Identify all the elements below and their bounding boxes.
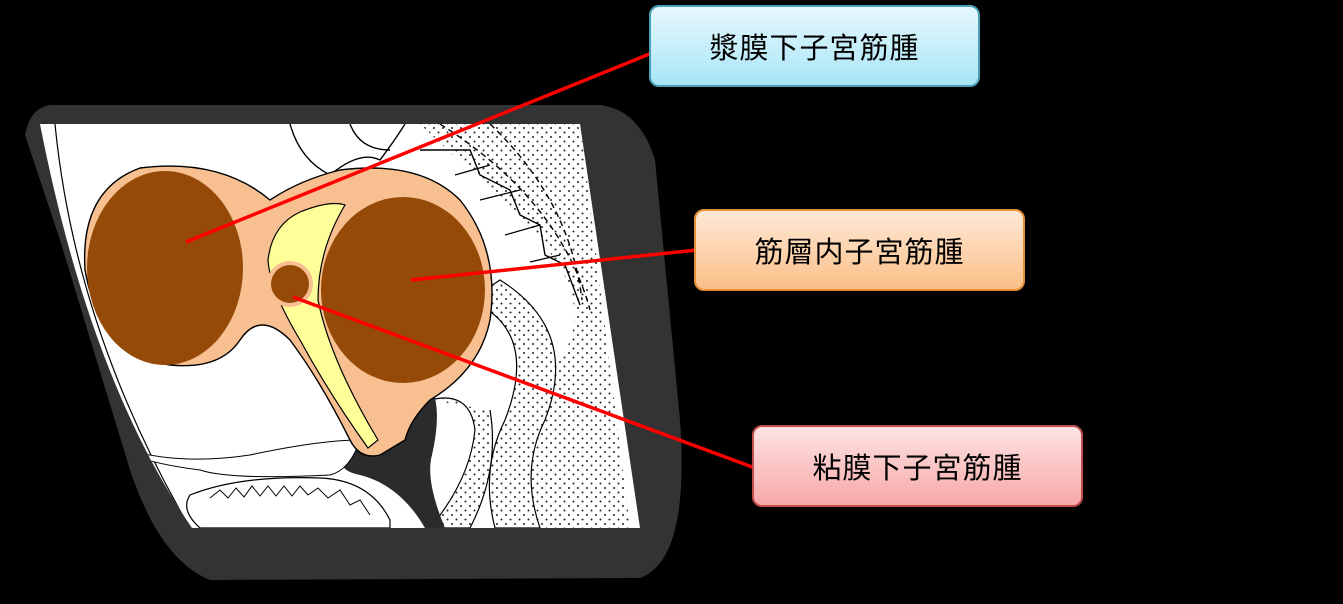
leader-line-intramural bbox=[410, 248, 698, 282]
sacrum-region bbox=[420, 124, 630, 528]
label-submucosal-text: 粘膜下子宮筋腫 bbox=[812, 451, 1023, 485]
submucosal-fibroid bbox=[271, 265, 309, 303]
label-subserosal-text: 漿膜下子宮筋腫 bbox=[709, 31, 920, 65]
label-intramural-text: 筋層内子宮筋腫 bbox=[754, 235, 965, 269]
subserosal-fibroid bbox=[87, 171, 243, 365]
intramural-fibroid bbox=[321, 197, 485, 383]
leader-line-subserosal bbox=[185, 51, 653, 244]
label-intramural-fibroid: 筋層内子宮筋腫 bbox=[694, 209, 1025, 291]
abdominal-wall-line bbox=[54, 124, 191, 528]
vagina bbox=[342, 398, 445, 528]
label-submucosal-fibroid: 粘膜下子宮筋腫 bbox=[752, 425, 1083, 507]
label-subserosal-fibroid: 漿膜下子宮筋腫 bbox=[649, 5, 980, 87]
leader-lines bbox=[185, 51, 756, 470]
leader-line-submucosal bbox=[292, 295, 756, 470]
